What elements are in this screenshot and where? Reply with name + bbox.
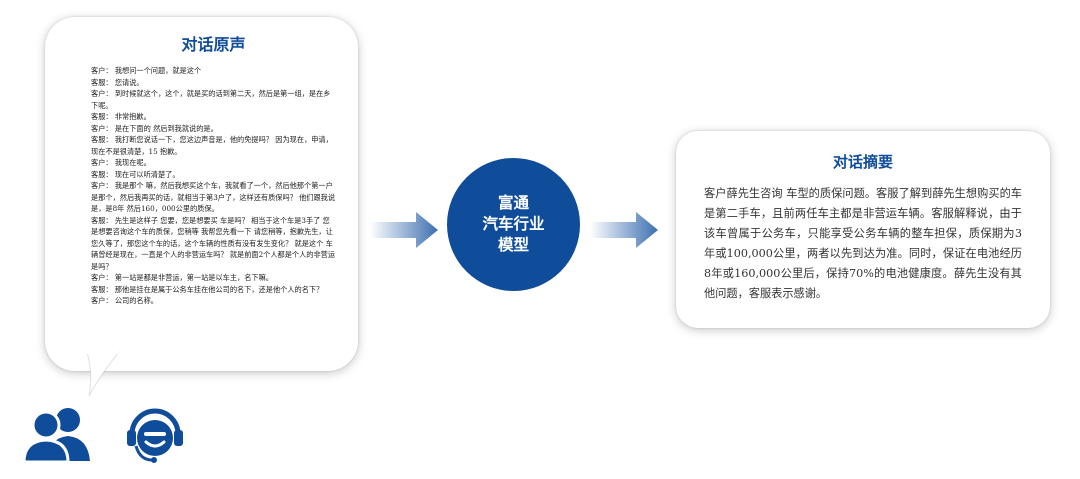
dialogue-line: 客户： 第一站是都是非营运，第一站是以车主，名下嘛。 bbox=[91, 273, 273, 282]
dialogue-transcript-bubble: 对话原声 客户： 我想问一个问题，就是这个 客服： 您请说。 客户： 到时候就这… bbox=[45, 17, 358, 371]
dialogue-line: 客服： 那他是挂在是属于公务车挂在他公司的名下，还是他个人的名下？ bbox=[91, 284, 324, 294]
agent-headset-icon bbox=[127, 408, 183, 463]
bubble-tail bbox=[85, 349, 121, 397]
dialogue-line: 客服： 现在可以听清楚了。 bbox=[91, 169, 180, 179]
transcript-title: 对话原声 bbox=[181, 35, 246, 54]
dialogue-line: 客服： 我打断您说话一下，您这边声音是，他的免提吗？ 因为现在，申请，现在不是很… bbox=[91, 135, 333, 156]
dialogue-line: 客户： 我是那个 嘛，然后我想买这个车，我就看了一个，然后他那个第一户是那个，然… bbox=[91, 181, 336, 213]
dialogue-line: 客服： 您请说。 bbox=[91, 77, 144, 87]
dialogue-line: 客户： 到时候就这个，这个，就是买的话到第二天，然后是第一组，是在乡下呢。 bbox=[91, 89, 331, 110]
summary-title: 对话摘要 bbox=[832, 153, 893, 171]
dialogue-line: 客户： 是在下面的 然后到我就说的是。 bbox=[91, 123, 218, 133]
summary-text: 客户薛先生咨询 车型的质保问题。客服了解到薛先生想购买的车是第二手车，且前两任车… bbox=[704, 187, 1022, 300]
dialogue-line: 客户： 公司的名称。 bbox=[91, 296, 158, 305]
flow-arrow-to-model bbox=[370, 212, 438, 248]
customer-group-icon bbox=[22, 408, 90, 463]
model-node: 富通 汽车行业 模型 bbox=[447, 158, 580, 291]
dialogue-line: 客服： 先生是这样子 您要，您是想要买 车是吗？ 相当于这个车是3手了 您是想要… bbox=[91, 215, 336, 271]
dialogue-summary-card: 对话摘要 客户薛先生咨询 车型的质保问题。客服了解到薛先生想购买的车是第二手车，… bbox=[676, 131, 1050, 328]
flow-arrow-to-summary bbox=[590, 212, 658, 248]
dialogue-line: 客户： 我想问一个问题，就是这个 bbox=[91, 66, 202, 75]
dialogue-line: 客户： 我现在呢。 bbox=[91, 158, 151, 167]
transcript-text: 客户： 我想问一个问题，就是这个 客服： 您请说。 客户： 到时候就这个，这个，… bbox=[91, 65, 336, 307]
dialogue-line: 客服： 非常抱歉。 bbox=[91, 112, 151, 121]
